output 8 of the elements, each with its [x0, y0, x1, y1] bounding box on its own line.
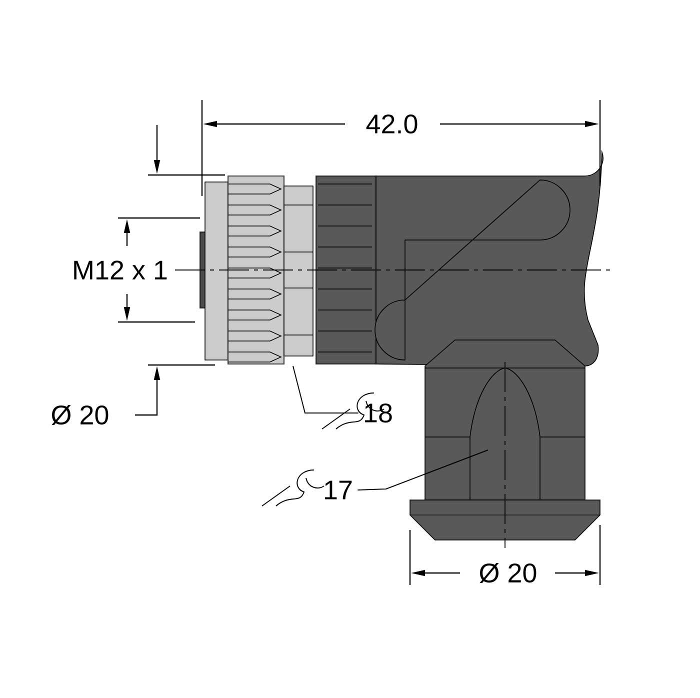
part-label: 17 — [325, 480, 352, 500]
dimension-label: 42.0 — [366, 114, 418, 134]
leader-line — [357, 450, 488, 490]
leader-line — [292, 366, 359, 414]
dimension-label: M12 x 1 — [74, 260, 167, 280]
dimension-label: Ø 20 — [52, 404, 108, 426]
dimension-label: Ø 20 — [480, 562, 536, 584]
part-label: 18 — [365, 403, 392, 423]
